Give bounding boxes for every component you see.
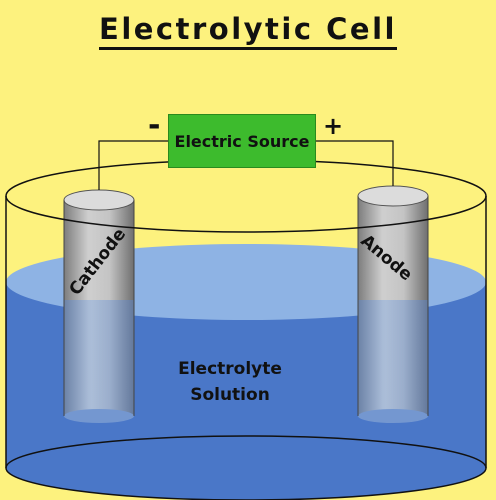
solution-label-line2: Solution — [190, 385, 270, 405]
electric-source-label: Electric Source — [174, 131, 310, 151]
wire-positive — [316, 140, 394, 186]
cathode-rod — [63, 189, 135, 423]
electric-source-box: Electric Source — [168, 114, 316, 168]
electrolyte-solution-label: Electrolyte Solution — [150, 356, 310, 408]
positive-terminal-sign: + — [323, 112, 344, 140]
diagram-title: Electrolytic Cell — [0, 12, 496, 50]
title-text: Electrolytic Cell — [99, 12, 397, 50]
wire-negative — [98, 140, 168, 190]
negative-terminal-sign: - — [148, 108, 161, 143]
solution-label-line1: Electrolyte — [178, 359, 282, 379]
anode-rod — [357, 185, 429, 423]
